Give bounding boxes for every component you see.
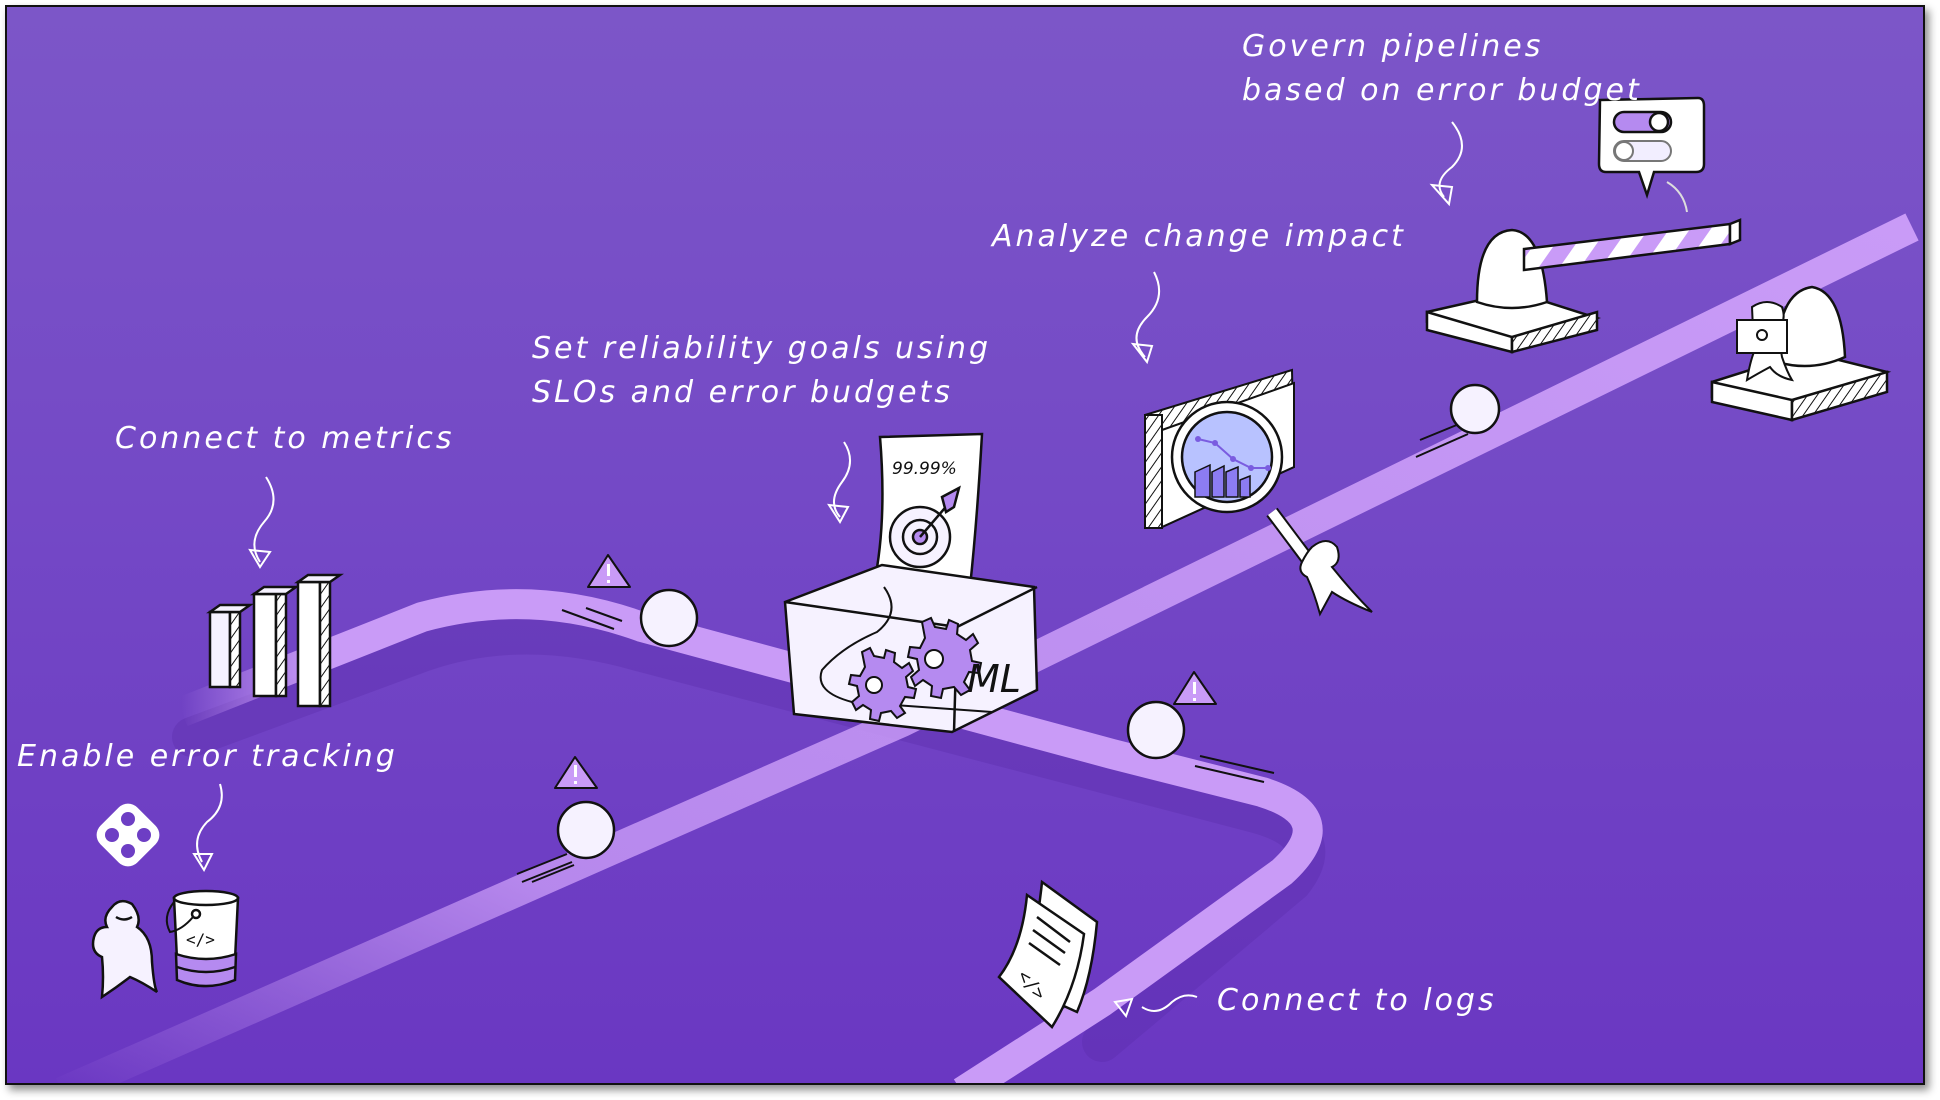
toggle-icon — [1613, 140, 1672, 162]
label-connect-to-logs: Connect to logs — [1217, 983, 1497, 1018]
govern-line-1: Govern pipelines — [1242, 29, 1544, 64]
slo-line-2: SLOs and error budgets — [532, 375, 953, 410]
bar-chart-icon — [206, 573, 344, 708]
arrow-head-icon — [1130, 342, 1154, 365]
barrier-gate-icon — [1425, 218, 1742, 354]
person-icon — [1736, 301, 1795, 382]
platform — [1710, 285, 1892, 422]
arrow-head-icon — [827, 503, 850, 524]
ball-icon — [1126, 700, 1275, 783]
label-govern-pipelines: Govern pipelines based on error budget — [1242, 25, 1642, 113]
person-icon — [91, 899, 159, 1000]
logo-icon — [96, 803, 160, 867]
toggle-icon — [1612, 110, 1673, 134]
gear-icon — [847, 646, 918, 723]
arrow-head-icon — [1429, 183, 1454, 207]
govern-line-2: based on error budget — [1242, 73, 1642, 108]
bucket-code-glyph: </> — [186, 930, 215, 949]
arrow-head-icon — [1113, 997, 1134, 1019]
scene-canvas: </> 99.99% — [55, 96, 1919, 1083]
arrow-to-metrics — [253, 476, 275, 563]
ball-icon — [561, 588, 699, 648]
label-enable-error-tracking: Enable error tracking — [17, 739, 398, 774]
illustration-frame: </> 99.99% — [5, 5, 1925, 1085]
magnifier-icon — [1170, 400, 1338, 597]
arrow-to-bucket — [196, 783, 223, 863]
warning-triangle-icon — [587, 554, 631, 588]
ml-label: ML — [967, 657, 1021, 701]
warning-triangle-icon — [1173, 671, 1217, 705]
arrow-head-icon — [248, 548, 272, 569]
warning-triangle-icon — [554, 756, 598, 789]
bucket-icon — [165, 889, 240, 988]
label-analyze-change-impact: Analyze change impact — [992, 219, 1406, 254]
person-icon — [1299, 540, 1373, 617]
label-connect-to-metrics: Connect to metrics — [115, 421, 455, 456]
arrow-head-icon — [192, 853, 214, 873]
arrow-to-toggle — [1666, 181, 1688, 213]
target-icon — [888, 485, 961, 569]
gear-icon — [906, 616, 983, 700]
target-value: 99.99% — [892, 459, 957, 479]
slo-line-1: Set reliability goals using — [532, 331, 992, 366]
arrow-to-ml — [833, 441, 851, 518]
document-icon — [997, 879, 1099, 1029]
ball-icon — [1415, 383, 1501, 458]
arrow-to-logs — [1141, 994, 1198, 1012]
ball-icon — [516, 800, 616, 883]
label-set-reliability-goals: Set reliability goals using SLOs and err… — [532, 327, 991, 415]
arrow-to-barrier — [1438, 121, 1463, 198]
